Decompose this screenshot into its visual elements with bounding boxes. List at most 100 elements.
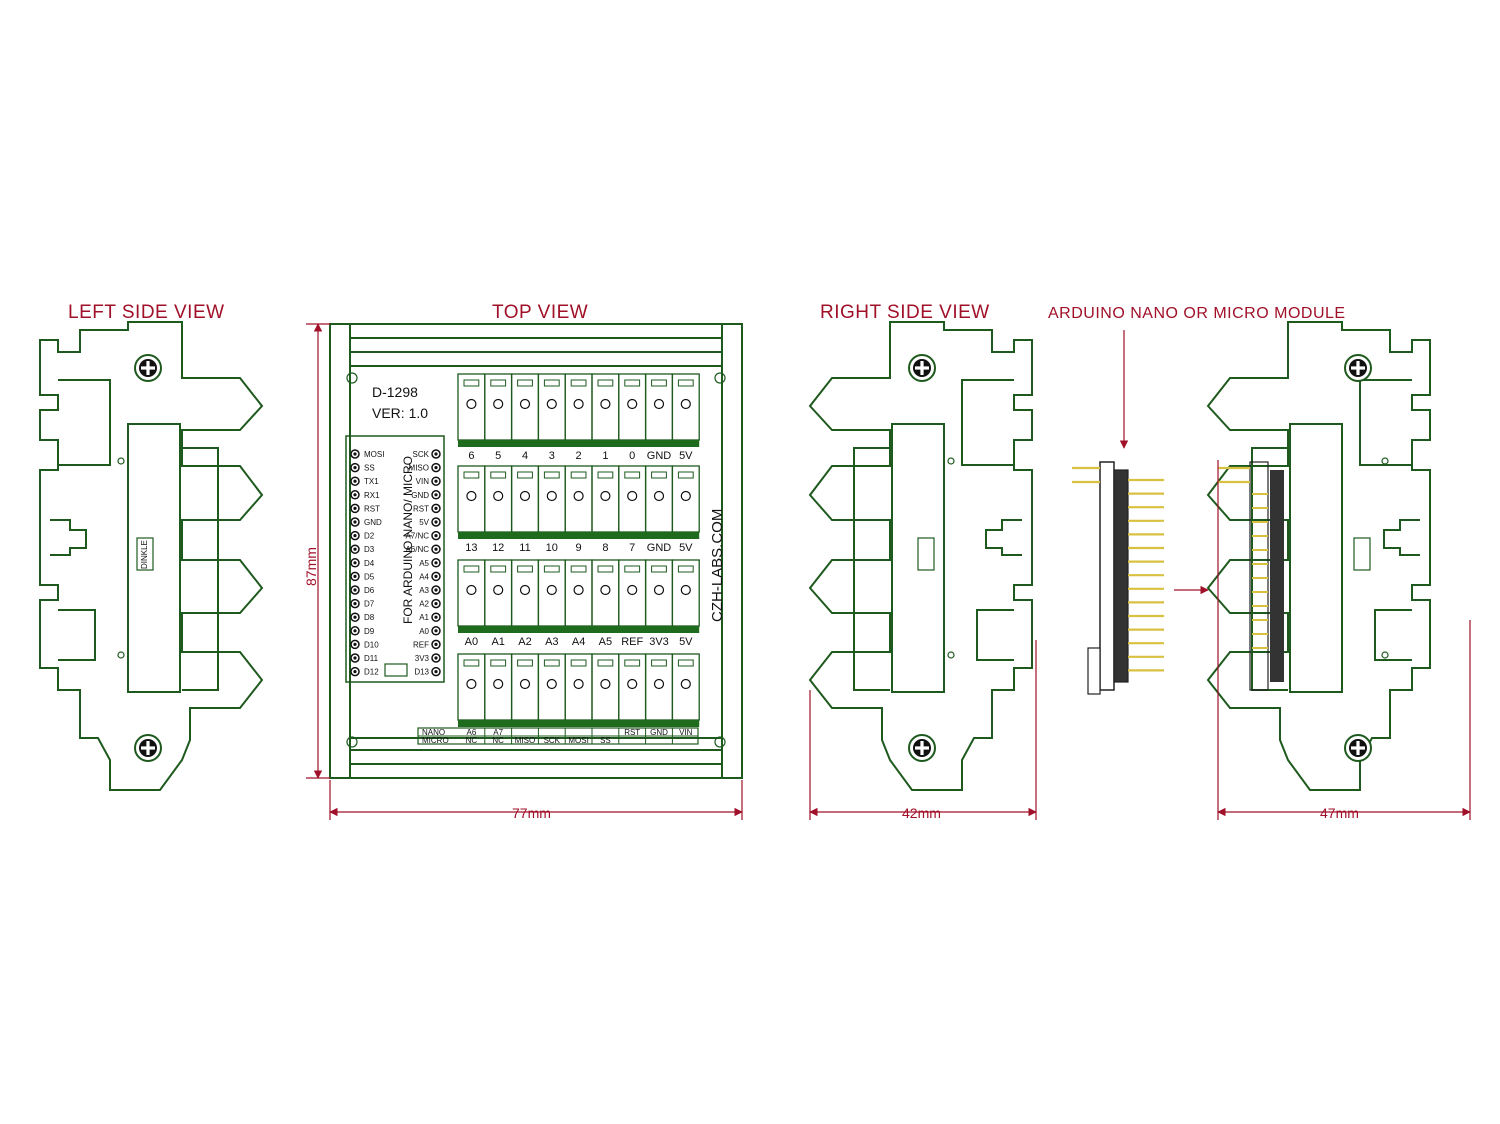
terminal-screw-icon [653,398,665,410]
terminal-screw-icon [546,678,557,690]
terminal-label: 13 [465,542,477,554]
terminal-label: 5 [495,450,501,462]
header-pin-label: D11 [364,654,379,663]
terminal-label: 12 [492,542,504,554]
terminal-label: 5V [679,450,693,462]
terminal-label: A5 [599,636,612,648]
logo-text: DINKLE [140,540,149,569]
terminal-bar [458,626,700,633]
height-dimension: 87mm [303,547,319,586]
terminal-screw-icon [466,490,477,502]
terminal-label: A1 [491,636,504,648]
header-pin-label: D7 [364,600,375,609]
screw-icon [1344,354,1372,382]
header-pin-label: A5 [419,559,429,568]
terminal-screw-icon [573,584,584,596]
module-width-dimension: 47mm [1320,805,1359,821]
top-view-title: TOP VIEW [492,302,588,323]
terminal-screw-icon [680,398,691,410]
header-pin-label: A0 [419,627,429,636]
website-text: CZH-LABS.COM [709,509,726,622]
terminal-screw-icon [600,584,611,596]
header-pin-label: A7/NC [405,532,429,541]
dinkle-logo-icon [136,537,154,571]
screw-icon [908,734,936,762]
terminal-screw-icon [680,678,691,690]
header-pin-label: A3 [419,586,429,595]
terminal-screw-icon [546,490,557,502]
terminal-label: 5V [679,542,693,554]
micro-pin-label: MOSI [568,736,588,745]
terminal-screw-icon [627,584,638,596]
width-dimension: 77mm [512,805,551,821]
screw-icon [908,354,936,382]
terminal-label: 4 [522,450,528,462]
terminal-label: A3 [545,636,558,648]
terminal-label: REF [621,636,643,648]
header-pin-label: D4 [364,559,375,568]
header-pin-label: D2 [364,532,375,541]
header-pin-label: A6/NC [405,545,429,554]
header-pin-label: D12 [364,668,379,677]
board-side-text: FOR ARDUINO NANO/ MICRO [401,456,415,624]
terminal-screw-icon [466,584,477,596]
terminal-screw-icon [600,678,611,690]
terminal-screw-icon [519,398,531,410]
terminal-label: 6 [468,450,474,462]
micro-pin-label: MISO [515,736,535,745]
header-right-pins: SCKMISOVINGNDRST5VA7/NCA6/NCA5A4A3A2A1A0… [405,449,441,677]
board-version: VER: 1.0 [372,405,428,421]
board-model: D-1298 [372,384,418,400]
terminal-label: 8 [602,542,608,554]
screw-icon [1344,734,1372,762]
dinkle-logo-icon [917,537,935,571]
terminal-screw-icon [680,490,691,502]
terminal-label: A0 [465,636,478,648]
terminal-bar [458,532,700,539]
terminal-screw-icon [573,678,584,690]
header-pin-label: GND [411,491,429,500]
terminal-screw-icon [546,584,557,596]
header-pin-label: REF [413,640,429,649]
terminal-label: 0 [629,450,635,462]
header-pin-label: D10 [364,640,379,649]
terminal-screw-icon [627,398,638,410]
header-pin-label: SCK [413,450,430,459]
terminal-bar [458,720,700,727]
arduino-module [1072,330,1164,695]
nano-pin-label: RST [624,728,640,737]
terminal-label: A2 [518,636,531,648]
screw-icon [134,734,162,762]
screw-icon [134,354,162,382]
dinkle-logo-icon [1353,537,1371,571]
terminal-screw-icon [627,678,638,690]
terminal-screw-icon [627,490,638,502]
header-pin-label: MISO [409,464,429,473]
header-pin-label: D3 [364,545,375,554]
terminal-screw-icon [680,584,691,596]
header-pin-label: D13 [414,668,429,677]
terminal-screw-icon [600,490,611,502]
header-pin-label: RST [413,504,429,513]
header-pin-label: A4 [419,572,429,581]
terminal-label: 2 [576,450,582,462]
module-title: ARDUINO NANO OR MICRO MODULE [1048,305,1346,322]
terminal-screw-icon [493,678,504,690]
terminal-label: 3 [549,450,555,462]
header-pin-label: D8 [364,613,375,622]
terminal-label: GND [647,450,672,462]
header-pin-label: MOSI [364,450,384,459]
micro-label: MICRO [422,736,449,745]
micro-pin-label: NC [466,736,478,745]
header-pin-label: TX1 [364,477,379,486]
header-pin-label: 3V3 [415,654,430,663]
terminal-label: 11 [519,542,530,554]
terminal-screw-icon [653,584,665,596]
nano-label: NANO [422,728,445,737]
terminal-screw-icon [466,398,477,410]
installed-view: 47mm [1207,321,1471,821]
terminal-screw-icon [493,398,504,410]
nano-pin-label: GND [650,728,668,737]
